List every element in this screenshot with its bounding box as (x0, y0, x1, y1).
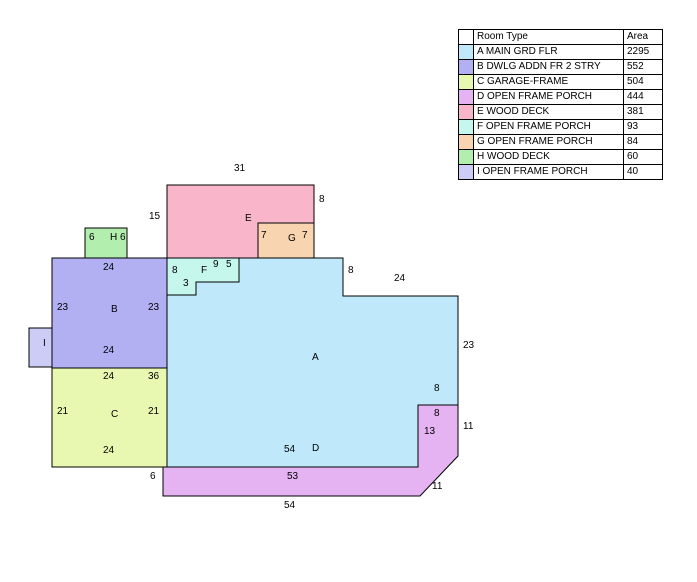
dim-b-bottom: 24 (103, 345, 115, 356)
legend-swatch (458, 89, 474, 105)
room-letter-d: D (312, 443, 319, 454)
dim-e-right: 8 (319, 194, 325, 205)
dim-f-left: 8 (172, 265, 178, 276)
dim-d-bottom: 54 (284, 500, 296, 511)
legend-area: 2295 (623, 44, 663, 60)
dim-b-right: 23 (148, 302, 160, 313)
dim-h-left: 6 (89, 232, 95, 243)
dim-a-right: 23 (463, 340, 475, 351)
legend-area: 504 (623, 74, 663, 90)
dim-a-inner-top: 36 (148, 371, 160, 382)
dim-c-right: 21 (148, 406, 160, 417)
legend-room-type: E WOOD DECK (473, 104, 624, 120)
legend-swatch (458, 104, 474, 120)
legend-area: 444 (623, 89, 663, 105)
legend-swatch-header (458, 29, 474, 45)
legend-room-type: G OPEN FRAME PORCH (473, 134, 624, 150)
room-letter-h: H (110, 232, 117, 243)
dim-c-left: 21 (57, 406, 69, 417)
dim-d-top: 8 (434, 408, 440, 419)
legend-swatch (458, 164, 474, 180)
room-h-wood-deck (84, 227, 128, 259)
room-g-open-frame-porch (257, 222, 315, 259)
dim-a-step: 8 (348, 265, 354, 276)
legend-room-type: C GARAGE-FRAME (473, 74, 624, 90)
dim-f-mid: 9 (213, 259, 219, 270)
legend-swatch (458, 44, 474, 60)
dim-e-left: 15 (149, 211, 161, 222)
room-letter-c: C (111, 409, 118, 420)
dim-g-right: 7 (302, 230, 308, 241)
dim-d-end: 6 (150, 471, 156, 482)
dim-d-left: 13 (424, 426, 436, 437)
room-letter-a: A (312, 352, 319, 363)
room-letter-g: G (288, 233, 296, 244)
legend-swatch (458, 149, 474, 165)
room-c-garage-frame (51, 367, 168, 468)
room-letter-f: F (201, 265, 207, 276)
dim-f-bottom: 3 (183, 278, 189, 289)
dim-d-diag: 11 (432, 481, 443, 492)
dim-b-left: 23 (57, 302, 69, 313)
legend-area: 40 (623, 164, 663, 180)
legend-room-type: A MAIN GRD FLR (473, 44, 624, 60)
legend-room-type: F OPEN FRAME PORCH (473, 119, 624, 135)
dim-c-bottom: 24 (103, 445, 115, 456)
legend-swatch (458, 74, 474, 90)
room-i-open-frame-porch (28, 327, 53, 368)
dim-g-left: 7 (261, 230, 267, 241)
dim-e-top: 31 (234, 163, 246, 174)
legend-room-type-header: Room Type (473, 29, 624, 45)
legend-area: 552 (623, 59, 663, 75)
legend-swatch (458, 59, 474, 75)
legend-area: 84 (623, 134, 663, 150)
legend-swatch (458, 134, 474, 150)
room-letter-e: E (245, 213, 252, 224)
legend-area: 381 (623, 104, 663, 120)
legend-room-type: B DWLG ADDN FR 2 STRY (473, 59, 624, 75)
legend-area: 60 (623, 149, 663, 165)
room-letter-i: I (43, 338, 46, 349)
legend-area-header: Area (623, 29, 663, 45)
legend-header-row: Room Type Area (458, 29, 663, 45)
dim-d-inner: 53 (287, 471, 299, 482)
dim-a-bottom: 54 (284, 444, 296, 455)
dim-a-top-right: 24 (394, 273, 406, 284)
room-b-dwlg-addn (51, 257, 168, 369)
dim-d-right: 11 (463, 421, 474, 432)
dim-h-right: 6 (120, 232, 126, 243)
room-letter-b: B (111, 304, 118, 315)
dim-a-inner: 8 (434, 383, 440, 394)
legend-room-type: I OPEN FRAME PORCH (473, 164, 624, 180)
room-d-open-frame-porch (162, 404, 459, 497)
dim-c-top: 24 (103, 371, 115, 382)
legend-room-type: H WOOD DECK (473, 149, 624, 165)
dim-f-right: 5 (226, 259, 232, 270)
legend-swatch (458, 119, 474, 135)
legend-area: 93 (623, 119, 663, 135)
dim-b-top: 24 (103, 262, 115, 273)
legend-room-type: D OPEN FRAME PORCH (473, 89, 624, 105)
